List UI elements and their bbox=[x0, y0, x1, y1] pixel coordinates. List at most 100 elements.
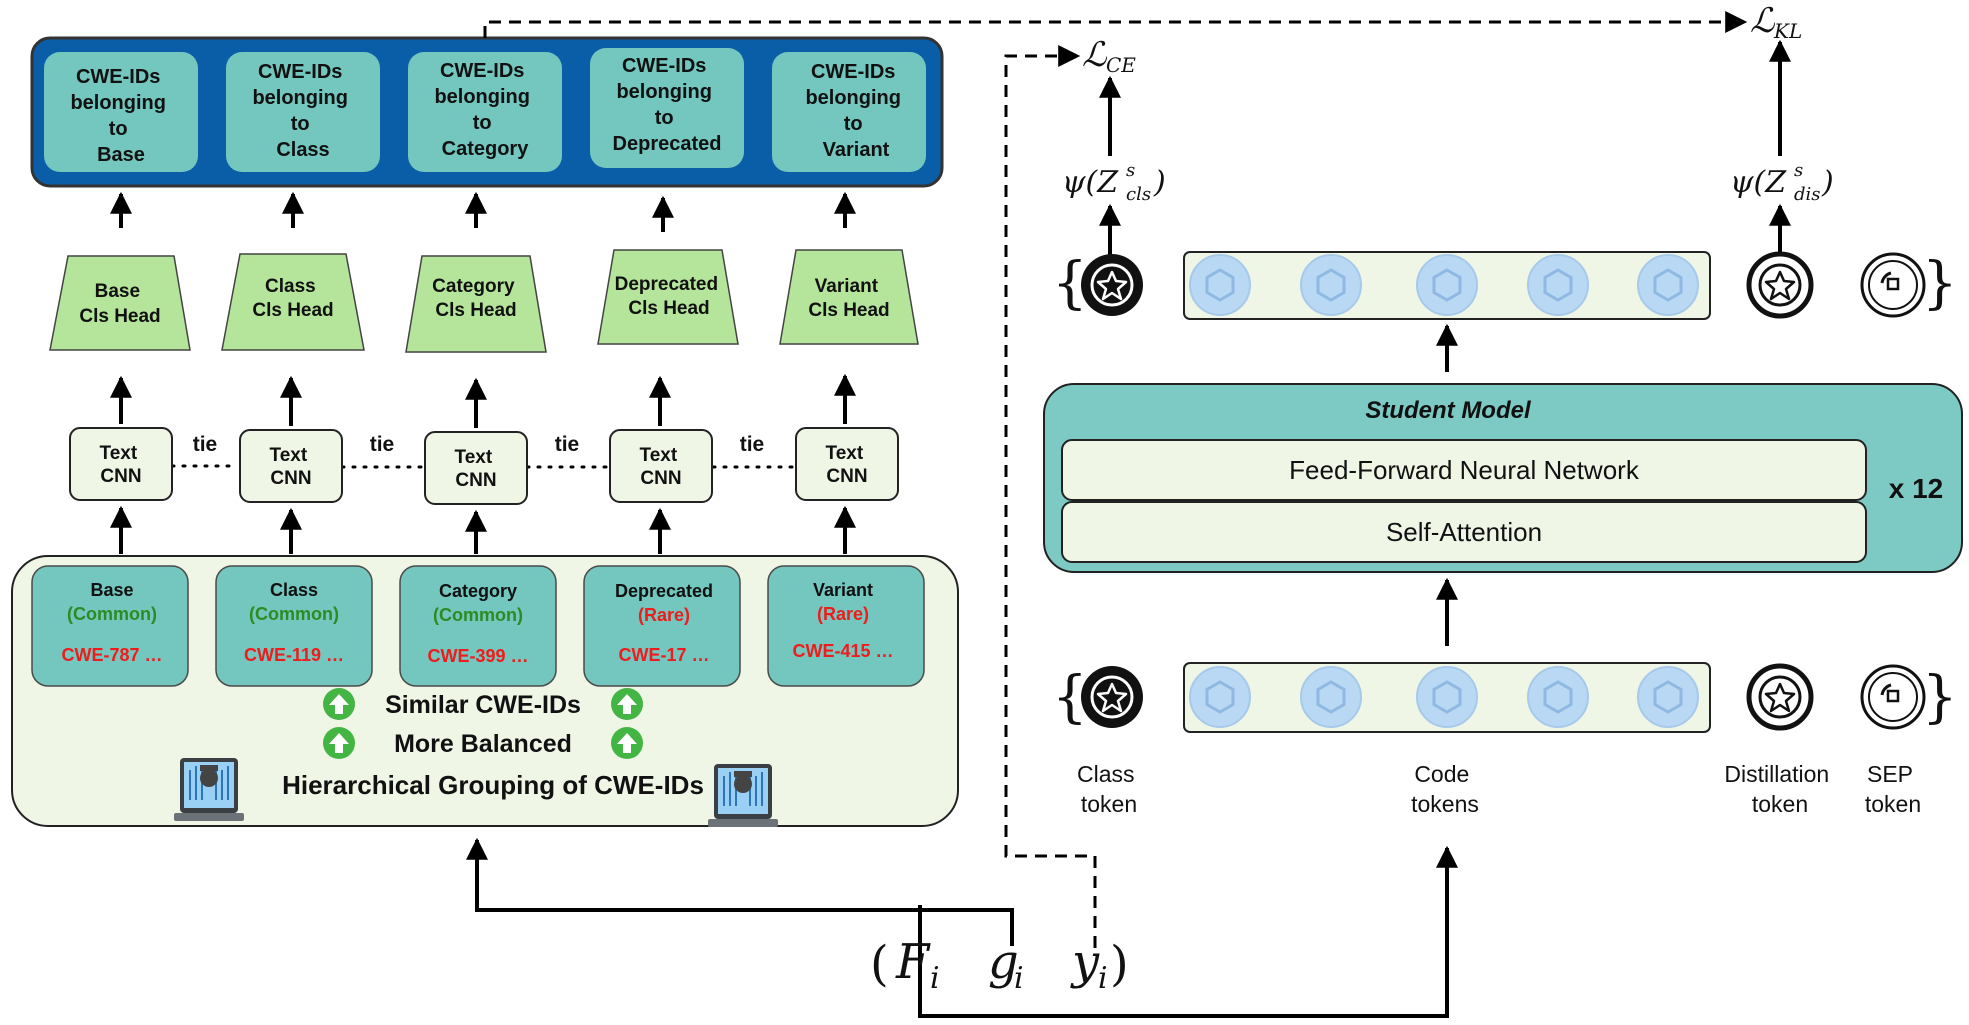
ffn-layer bbox=[1061, 439, 1867, 501]
text-cnn-4: Text CNN bbox=[609, 429, 713, 503]
svg-text:Category Cls Head: Category Cls Head bbox=[432, 276, 520, 321]
group-kind: (Common) bbox=[249, 604, 339, 624]
output-box-line: to bbox=[655, 107, 674, 129]
svg-text:Variant Cls Head: Variant Cls Head bbox=[808, 276, 889, 321]
kl-dashed-link bbox=[483, 11, 1748, 38]
group-box-base: Base (Common) CWE-787 … bbox=[31, 565, 189, 687]
output-box-line: CWE-IDs bbox=[76, 66, 160, 88]
output-box-line: to bbox=[844, 113, 863, 135]
cls-head-deprecated: Deprecated Cls Head bbox=[597, 249, 739, 345]
attention-layer bbox=[1061, 501, 1867, 563]
sep-token-icon bbox=[1860, 252, 1926, 318]
code-token-icon bbox=[1189, 666, 1251, 728]
balanced-note: More Balanced bbox=[394, 730, 572, 758]
tuple-g: g bbox=[988, 934, 1019, 990]
output-box-line: to bbox=[473, 112, 492, 134]
tuple-y: y bbox=[1070, 934, 1100, 990]
cls-head-category: Category Cls Head bbox=[405, 255, 547, 353]
psi-dis-sup: s bbox=[1794, 160, 1803, 181]
psi-cls-main: ψ(Z bbox=[1062, 165, 1119, 200]
group-example: CWE-119 … bbox=[244, 645, 344, 665]
cls-head-variant: Variant Cls Head bbox=[779, 249, 919, 345]
star-token-icon bbox=[1081, 254, 1143, 316]
tuple-f-sub: i bbox=[930, 961, 940, 996]
sep-token-icon bbox=[1860, 664, 1926, 730]
group-name: Base bbox=[90, 580, 133, 600]
up-arrow-icon bbox=[611, 688, 643, 720]
psi-dis: ψ(Z s dis ) bbox=[1730, 160, 1834, 205]
group-kind: (Common) bbox=[433, 605, 523, 625]
output-box-class: CWE-IDs belonging to Class bbox=[226, 52, 380, 172]
svg-text:Text CNN: Text CNN bbox=[100, 443, 143, 487]
label-line: token bbox=[1865, 791, 1921, 817]
output-box-line: Category bbox=[442, 138, 530, 160]
tuple-g-sub: i bbox=[1014, 961, 1024, 996]
group-kind: (Rare) bbox=[817, 604, 869, 624]
cls-head-base: Base Cls Head bbox=[49, 255, 191, 351]
text-cnn-line: CNN bbox=[455, 470, 496, 491]
group-name: Deprecated bbox=[615, 581, 713, 601]
psi-cls: ψ(Z s cls ) bbox=[1062, 160, 1166, 205]
ce-dashed-link bbox=[1004, 45, 1097, 948]
output-box-category: CWE-IDs belonging to Category bbox=[408, 52, 562, 172]
text-cnn-line: Text bbox=[270, 445, 308, 466]
svg-text:Text CNN: Text CNN bbox=[270, 445, 313, 489]
student-title: Student Model bbox=[1365, 397, 1532, 424]
group-example: CWE-787 … bbox=[61, 645, 162, 665]
group-name: Variant bbox=[813, 580, 873, 600]
svg-text:Text CNN: Text CNN bbox=[455, 447, 498, 491]
text-cnn-3: Text CNN bbox=[424, 431, 528, 505]
output-box-line: CWE-IDs bbox=[258, 61, 342, 83]
ffn-label: Feed-Forward Neural Network bbox=[1289, 455, 1640, 485]
svg-text:CWE-IDs belonging: CWE-IDs belonging to Variant bbox=[805, 61, 906, 161]
tie-label: tie bbox=[370, 433, 395, 456]
output-box-line: CWE-IDs bbox=[622, 55, 706, 77]
code-token-icon bbox=[1527, 666, 1589, 728]
text-cnn-line: CNN bbox=[640, 468, 681, 489]
sep-token-label: SEP token bbox=[1865, 761, 1921, 817]
loss-kl-symbol: ℒ bbox=[1750, 1, 1776, 41]
distillation-token-label: Distillation token bbox=[1724, 761, 1835, 817]
up-arrow-icon bbox=[323, 727, 355, 759]
loss-ce-symbol: ℒ bbox=[1082, 35, 1108, 75]
group-box-class: Class (Common) CWE-119 … bbox=[215, 565, 373, 687]
output-box-line: Variant bbox=[823, 139, 890, 161]
text-cnn-line: Text bbox=[826, 443, 864, 464]
code-token-icon bbox=[1300, 666, 1362, 728]
cls-head-line: Cls Head bbox=[252, 300, 333, 321]
group-box-deprecated: Deprecated (Rare) CWE-17 … bbox=[583, 565, 741, 687]
psi-dis-sub: dis bbox=[1794, 184, 1821, 205]
text-cnn-2: Text CNN bbox=[239, 429, 343, 503]
tie-links bbox=[170, 464, 796, 469]
svg-text:Base Cls Head: Base Cls Head bbox=[79, 281, 160, 327]
up-arrow-icon bbox=[611, 727, 643, 759]
label-line: tokens bbox=[1411, 791, 1479, 817]
psi-to-loss-arrows bbox=[1099, 39, 1791, 156]
svg-text:Text CNN: Text CNN bbox=[640, 445, 683, 489]
code-token-icon bbox=[1189, 254, 1251, 316]
svg-text:CWE-IDs belonging: CWE-IDs belonging to Category bbox=[434, 60, 535, 160]
group-kind: (Common) bbox=[67, 604, 157, 624]
output-box-variant: CWE-IDs belonging to Variant bbox=[772, 52, 926, 172]
group-example: CWE-399 … bbox=[427, 646, 528, 666]
input-to-student-link bbox=[918, 845, 1458, 1018]
text-cnn-1: Text CNN bbox=[69, 427, 173, 501]
group-kind: (Rare) bbox=[638, 605, 690, 625]
text-cnn-5: Text CNN bbox=[795, 427, 899, 501]
svg-text:CWE-IDs belonging: CWE-IDs belonging to Class bbox=[252, 61, 353, 161]
loss-kl: ℒ KL bbox=[1750, 1, 1802, 43]
text-cnn-line: Text bbox=[100, 443, 138, 464]
psi-dis-main: ψ(Z bbox=[1730, 165, 1787, 200]
psi-cls-sup: s bbox=[1126, 160, 1135, 181]
tie-label: tie bbox=[740, 433, 765, 456]
group-box-category: Category (Common) CWE-399 … bbox=[399, 565, 557, 687]
cls-head-line: Deprecated bbox=[615, 274, 719, 295]
label-line: Code bbox=[1414, 761, 1469, 787]
psi-dis-close: ) bbox=[1821, 165, 1834, 200]
output-box-line: Base bbox=[97, 144, 145, 166]
output-box-line: Deprecated bbox=[613, 133, 722, 155]
svg-text:Class Cls Head: Class Cls Head bbox=[252, 276, 333, 321]
head-to-output-arrows bbox=[110, 191, 856, 232]
tuple-open-paren: ( bbox=[870, 936, 889, 992]
output-box-line: belonging bbox=[70, 92, 166, 114]
